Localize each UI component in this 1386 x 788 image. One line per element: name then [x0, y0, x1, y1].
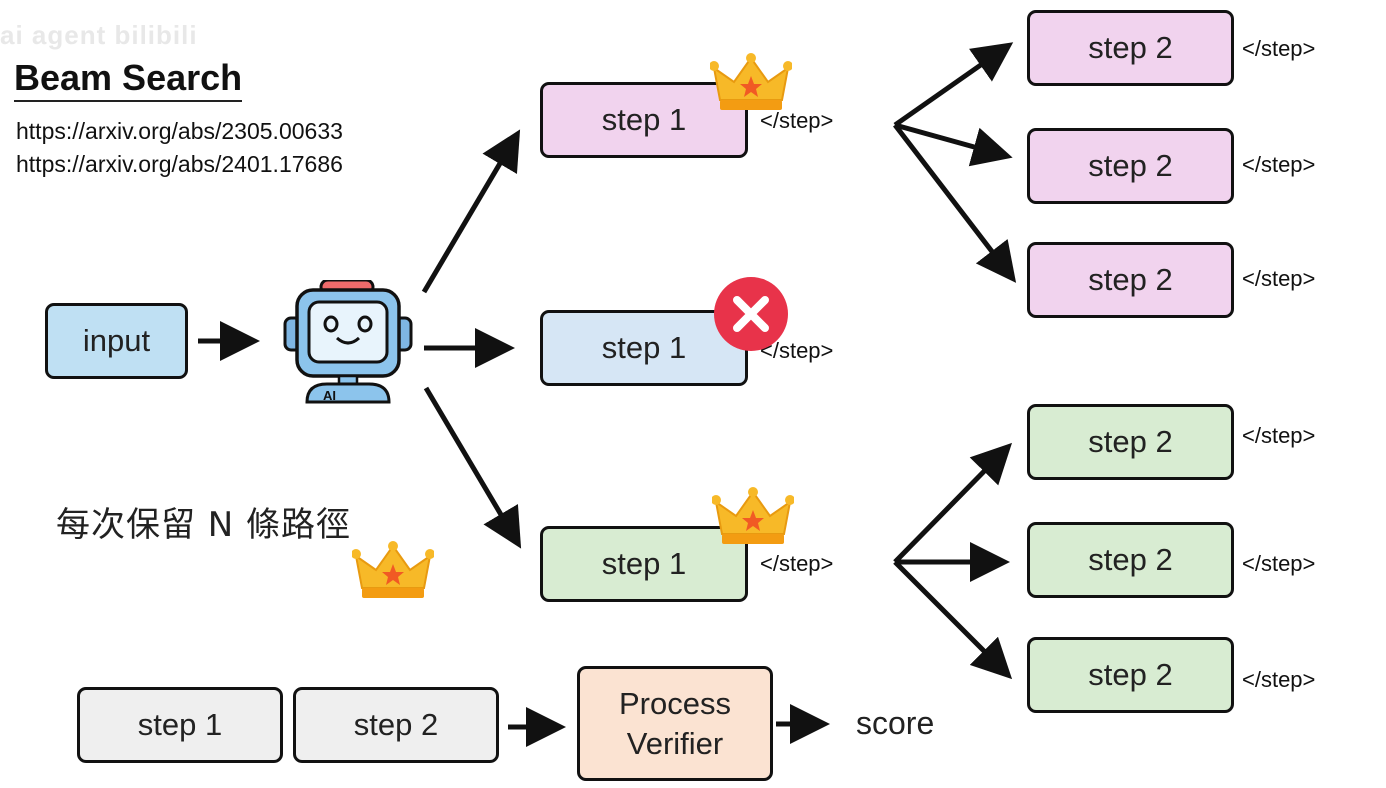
crown-icon [352, 541, 434, 598]
arrow-icon [893, 560, 1013, 680]
arrow-icon [893, 42, 1014, 128]
step-label: step 2 [1088, 542, 1173, 577]
beam-note: 每次保留 N 條路徑 [56, 505, 352, 545]
step2-box: step 2 [1027, 522, 1234, 598]
end-step-tag: </step> [760, 108, 834, 133]
step2-box: step 2 [1027, 637, 1234, 713]
step2-box: step 2 [1027, 10, 1234, 86]
step-label: step 1 [601, 546, 687, 581]
robot-badge: AI [323, 388, 336, 403]
end-step-tag: </step> [1242, 36, 1316, 61]
verifier-input-step1: step 1 [77, 687, 283, 763]
paper-link-1[interactable]: https://arxiv.org/abs/2305.00633 [16, 118, 343, 144]
verifier-line1: Process [619, 685, 731, 721]
step2-box: step 2 [1027, 242, 1234, 318]
paper-link-2[interactable]: https://arxiv.org/abs/2401.17686 [16, 151, 343, 177]
crown-icon [710, 53, 792, 110]
step-label: step 2 [1088, 657, 1173, 692]
step-label: step 2 [1088, 262, 1173, 297]
step2-box: step 2 [1027, 128, 1234, 204]
watermark: ai agent bilibili [0, 20, 198, 50]
end-step-tag: </step> [1242, 266, 1316, 291]
arrow-icon [893, 123, 1017, 283]
arrow-icon [894, 122, 1013, 167]
page-title: Beam Search [14, 58, 243, 102]
step-label: step 1 [601, 102, 687, 137]
arrow-icon [423, 386, 522, 549]
crown-icon [712, 487, 794, 544]
end-step-tag: </step> [1242, 152, 1316, 177]
arrow-icon [421, 129, 521, 294]
end-step-tag: </step> [1242, 423, 1316, 448]
verifier-line2: Verifier [626, 725, 724, 761]
verifier-input-step2: step 2 [293, 687, 499, 763]
step-label: step 2 [1088, 424, 1173, 459]
end-step-tag: </step> [1242, 551, 1316, 576]
reject-x-icon [714, 277, 788, 351]
step-label: step 1 [601, 330, 687, 365]
step1-kept-bottom: step 1 [540, 526, 748, 602]
step-label: step 2 [1088, 30, 1173, 65]
end-step-tag: </step> [760, 551, 834, 576]
input-label: input [82, 323, 151, 358]
step-label: step 2 [353, 707, 439, 742]
step-label: step 1 [137, 707, 223, 742]
input-box: input [45, 303, 188, 379]
step-label: step 2 [1088, 148, 1173, 183]
end-step-tag: </step> [1242, 667, 1316, 692]
arrow-icon [893, 442, 1013, 564]
process-verifier-box: Process Verifier [577, 666, 773, 781]
robot-icon: AI [283, 280, 413, 404]
score-label: score [856, 705, 935, 741]
step2-box: step 2 [1027, 404, 1234, 480]
step1-rejected: step 1 [540, 310, 748, 386]
step1-kept-top: step 1 [540, 82, 748, 158]
